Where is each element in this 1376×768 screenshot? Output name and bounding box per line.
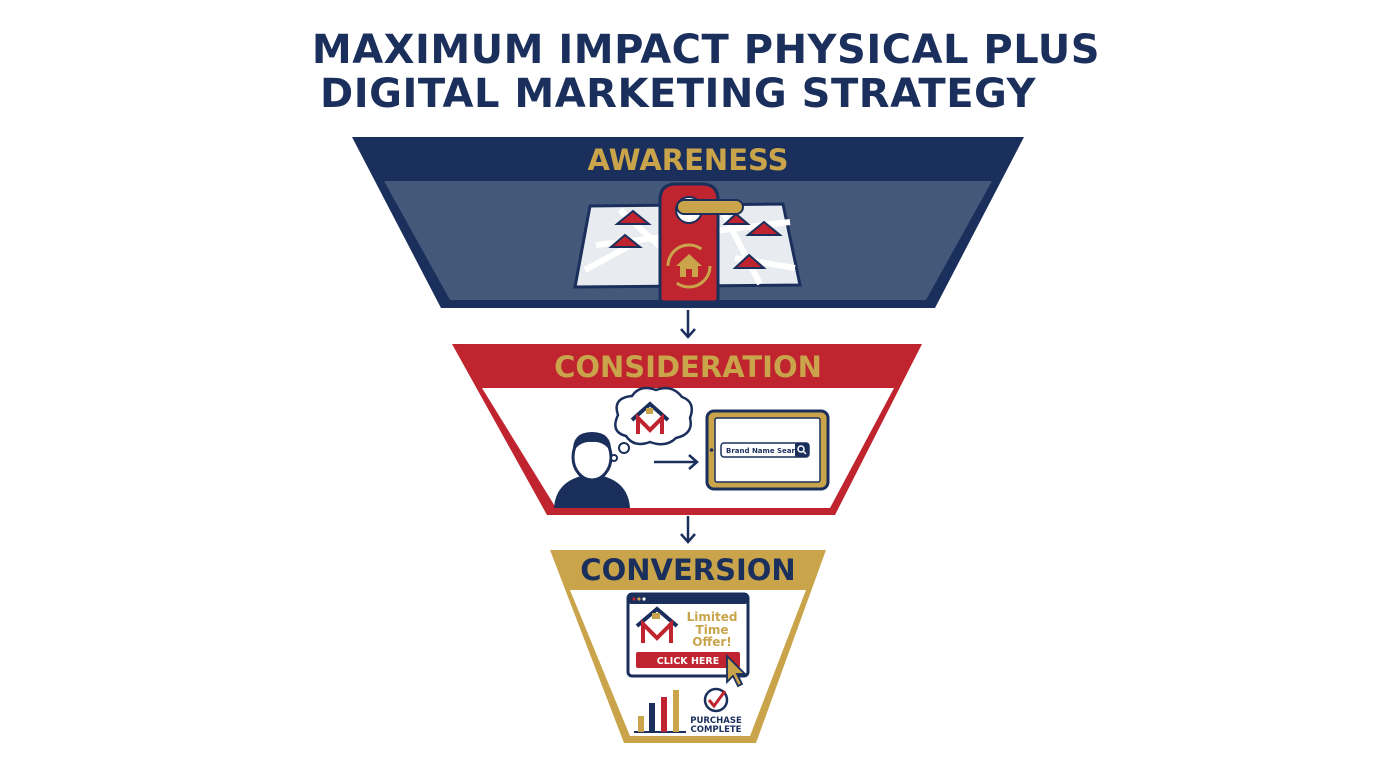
- search-input-placeholder: Brand Name Search: [726, 447, 804, 455]
- house-refresh-icon: [666, 243, 712, 289]
- stage-awareness: AWARENESS: [352, 137, 1024, 308]
- offer-line-3: Offer!: [692, 635, 731, 649]
- search-icon: [795, 443, 809, 457]
- cursor-icon: [726, 653, 748, 688]
- stage-label-conversion: CONVERSION: [580, 553, 795, 587]
- arrow-right-icon: [654, 454, 699, 470]
- arrow-down-icon: [680, 310, 696, 339]
- brand-logo-icon: [630, 401, 670, 434]
- stage-conversion: CONVERSION Limited Time Offer! CLICK HER…: [550, 550, 826, 743]
- click-here-button-label: CLICK HERE: [657, 656, 719, 667]
- person-icon: [554, 432, 630, 508]
- brand-logo-icon: [635, 606, 679, 643]
- stage-label-awareness: AWARENESS: [588, 143, 789, 177]
- stage-consideration: CONSIDERATION: [452, 344, 922, 515]
- door-hanger-icon: [658, 182, 744, 304]
- checkmark-icon: [703, 687, 729, 713]
- diagram-title-line-1: MAXIMUM IMPACT PHYSICAL PLUS: [311, 27, 1101, 73]
- thought-bubble-icon: [610, 386, 693, 462]
- offer-line-2: Time: [696, 623, 729, 637]
- purchase-status-line-1: PURCHASE: [690, 716, 742, 726]
- tablet-icon: Brand Name Search: [705, 409, 830, 491]
- arrow-down-icon: [680, 516, 696, 544]
- bar-chart-icon: [634, 690, 686, 733]
- diagram-title-line-2: DIGITAL MARKETING STRATEGY: [320, 71, 1036, 117]
- offer-line-1: Limited: [687, 610, 738, 624]
- stage-label-consideration: CONSIDERATION: [554, 350, 822, 384]
- click-here-button[interactable]: [636, 652, 740, 668]
- browser-window-icon: Limited Time Offer! CLICK HERE: [626, 592, 750, 688]
- purchase-status-line-2: COMPLETE: [691, 725, 742, 735]
